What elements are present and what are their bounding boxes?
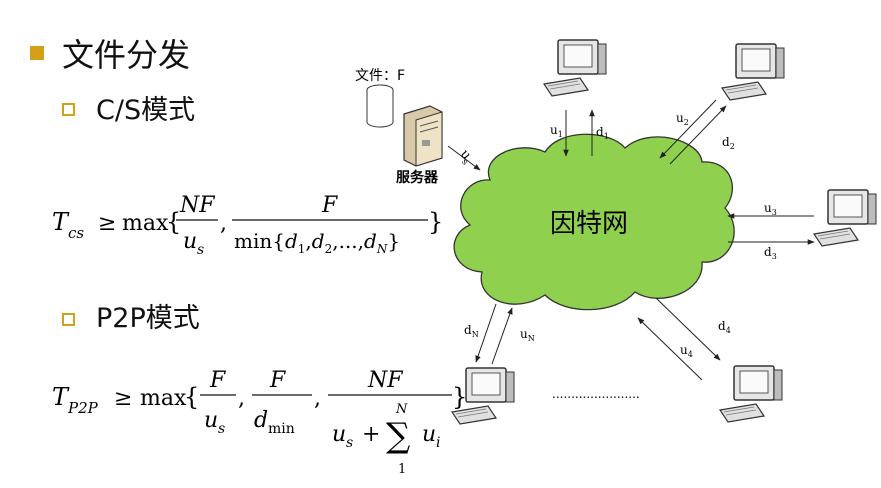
- u4-label: u4: [680, 343, 693, 359]
- cs-comma: ,: [220, 211, 227, 236]
- p2p-comma-1: ,: [238, 386, 245, 411]
- cs-max: max: [122, 211, 169, 236]
- cs-d1-sub: s: [197, 242, 204, 258]
- dN-label: dN: [464, 323, 479, 339]
- u2-sub: 2: [684, 118, 689, 127]
- server-label: 服务器: [396, 169, 439, 186]
- p2p-max: max: [140, 386, 187, 411]
- peer-computer-2-icon: [722, 44, 784, 100]
- server-icon: [404, 106, 442, 166]
- d2-sub: 2: [730, 142, 735, 151]
- p2p-geq: ≥: [114, 386, 132, 411]
- cs-d1: u: [183, 229, 197, 254]
- u1-sub: 1: [558, 130, 563, 139]
- d1-label: d1: [596, 125, 609, 141]
- d3-label: d3: [764, 245, 777, 261]
- page-title: 文件分发: [62, 30, 190, 76]
- p2p-n2: F: [269, 368, 286, 393]
- heading-bullet: [30, 46, 44, 60]
- peer-computer-3-icon: [814, 190, 876, 246]
- d2-label: d2: [722, 135, 735, 151]
- cs-n1: NF: [179, 193, 215, 218]
- cs-mode-label: C/S模式: [96, 88, 195, 127]
- u4-sub: 4: [688, 350, 693, 359]
- u3-label: u3: [764, 201, 777, 217]
- cs-geq: ≥: [98, 211, 116, 236]
- cs-n2: F: [321, 193, 338, 218]
- cs-bullet: [62, 103, 75, 116]
- internet-label: 因特网: [550, 209, 628, 239]
- cs-T-sub: cs: [68, 224, 84, 242]
- uN-sub: N: [528, 334, 535, 343]
- dN-sub: N: [472, 330, 479, 339]
- p2p-comma-2: ,: [314, 386, 321, 411]
- p2p-n1: F: [209, 368, 226, 393]
- peer-computer-1-icon: [544, 40, 606, 96]
- u3-sub: 3: [772, 208, 777, 217]
- d1-sub: 1: [604, 132, 609, 141]
- d3-sub: 3: [772, 252, 777, 261]
- u1-label: u1: [550, 123, 563, 139]
- p2p-bullet: [62, 313, 75, 326]
- d4-label: d4: [718, 319, 731, 335]
- peer-computer-n-icon: [452, 368, 514, 424]
- p2p-d1: u: [204, 408, 218, 433]
- file-label: 文件：F: [355, 68, 405, 84]
- u2-label: u2: [676, 111, 689, 127]
- p2p-T-sub: P2P: [67, 399, 99, 417]
- uN-label: uN: [520, 327, 535, 343]
- cs-lbrace: {: [166, 208, 181, 236]
- p2p-d2-sub: min: [268, 421, 295, 437]
- p2p-d2: d: [254, 408, 268, 433]
- p2p-mode-label: P2P模式: [96, 296, 200, 335]
- file-database-icon: [367, 85, 393, 127]
- peer-computer-4-icon: [720, 366, 782, 422]
- d4-sub: 4: [726, 326, 731, 335]
- p2p-lbrace: {: [184, 383, 199, 411]
- network-diagram: 文件：F 服务器 u s 因特网 u1 d1 u2 d2 u3 d3 d4 u4: [340, 30, 881, 488]
- p2p-d1-sub: s: [218, 421, 225, 437]
- more-peers-ellipsis: .......................: [552, 387, 640, 401]
